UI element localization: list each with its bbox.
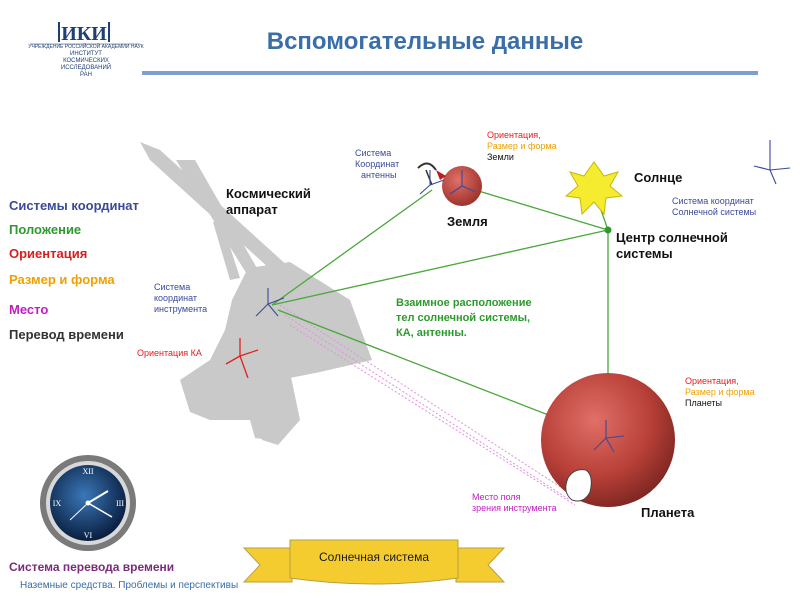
solar-center-line: Центр солнечной [616, 230, 728, 245]
solar-system-ribbon [242, 539, 506, 585]
spacecraft-orientation-axes-icon [225, 338, 259, 379]
earth-info-size: Размер и форма [487, 141, 557, 151]
spacecraft-label-line: аппарат [226, 202, 278, 217]
logo-caption-line: ИНСТИТУТ [70, 51, 102, 57]
mutual-position-line: КА, антенны. [396, 327, 467, 339]
sun-star [564, 161, 624, 216]
planet-info-label: Ориентация, Размер и форма Планеты [685, 376, 755, 409]
planet-info-size: Размер и форма [685, 387, 755, 397]
antenna-cs-line: антенны [361, 170, 397, 180]
instrument-cs-line: Система [154, 282, 191, 292]
earth-label: Земля [447, 214, 488, 229]
spacecraft-label: Космический аппарат [226, 186, 311, 218]
logo-caption-line: ИССЛЕДОВАНИЙ [60, 65, 112, 71]
fov-spot [565, 469, 592, 502]
clock-numeral-3: III [116, 499, 124, 508]
earth-info-name: Земли [487, 152, 514, 162]
earth-axes-icon [449, 170, 477, 195]
logo-caption-line: РАН [80, 72, 92, 78]
planet-sphere [541, 373, 675, 507]
ribbon-label: Солнечная система [318, 550, 430, 564]
title-divider [142, 71, 758, 75]
iki-logo: ИКИ [30, 22, 140, 45]
fov-label-line: Место поля [472, 492, 521, 502]
legend-position: Положение [9, 222, 82, 237]
planet-info-orientation: Ориентация, [685, 376, 739, 386]
logo-text: ИКИ [61, 23, 107, 45]
instrument-cs-line: координат [154, 293, 198, 303]
instrument-cs-label: Система координат инструмента [154, 282, 207, 315]
antenna-axes-icon [419, 170, 445, 195]
legend-time-conversion: Перевод времени [9, 327, 124, 342]
solar-system-axes-icon [753, 140, 791, 185]
fov-label: Место поля зрения инструмента [472, 492, 557, 514]
mutual-position-line: тел солнечной системы, [396, 312, 531, 324]
solar-cs-line: Система координат [672, 196, 754, 206]
clock-caption: Система перевода времени [9, 560, 175, 574]
earth-info-orientation: Ориентация, [487, 130, 541, 140]
logo-caption-small: УЧРЕЖДЕНИЕ РОССИЙСКОЙ АКАДЕМИИ НАУК [28, 44, 144, 50]
planet-info-name: Планеты [685, 398, 722, 408]
clock-icon: XII III VI IX [40, 455, 136, 551]
instrument-sight-lines [279, 304, 576, 506]
page-title: Вспомогательные данные [266, 28, 584, 55]
instrument-cs-line: инструмента [154, 304, 208, 314]
clock-numeral-6: VI [84, 531, 93, 540]
planet-label: Планета [641, 505, 695, 520]
mutual-position-label: Взаимное расположение тел солнечной сист… [396, 296, 532, 341]
legend-place: Место [9, 302, 49, 317]
legend-coord-systems: Системы координат [9, 198, 139, 213]
spacecraft-silhouette [140, 142, 372, 445]
clock-numeral-9: IX [53, 499, 62, 508]
solar-center-label: Центр солнечной системы [616, 230, 728, 262]
spacecraft-label-line: Космический [226, 186, 311, 201]
logo-caption-line: КОСМИЧЕСКИХ [63, 58, 109, 64]
solar-cs-line: Солнечной системы [672, 207, 757, 217]
solar-system-center-dot [604, 226, 612, 234]
solar-cs-label: Система координат Солнечной системы [672, 196, 756, 218]
antenna-cs-label: Система Координат антенны [355, 148, 399, 181]
footer-text: Наземные средства. Проблемы и перспектив… [20, 580, 239, 591]
spacecraft-orientation-label: Ориентация КА [137, 348, 202, 358]
antenna-cs-line: Система [355, 148, 392, 158]
mutual-position-line: Взаимное расположение [396, 297, 532, 309]
fov-label-line: зрения инструмента [472, 503, 557, 513]
clock-numeral-12: XII [82, 467, 93, 476]
solar-center-line: системы [616, 246, 673, 261]
antenna-icon [417, 162, 446, 186]
earth-info-label: Ориентация, Размер и форма Земли [487, 130, 557, 163]
sun-label: Солнце [634, 170, 683, 185]
instrument-axes-icon [255, 288, 285, 317]
logo-caption: УЧРЕЖДЕНИЕ РОССИЙСКОЙ АКАДЕМИИ НАУК ИНСТ… [26, 44, 146, 79]
legend-size-shape: Размер и форма [9, 272, 115, 287]
legend-orientation: Ориентация [9, 246, 88, 261]
antenna-cs-line: Координат [355, 159, 400, 169]
planet-axes-icon [593, 420, 625, 453]
